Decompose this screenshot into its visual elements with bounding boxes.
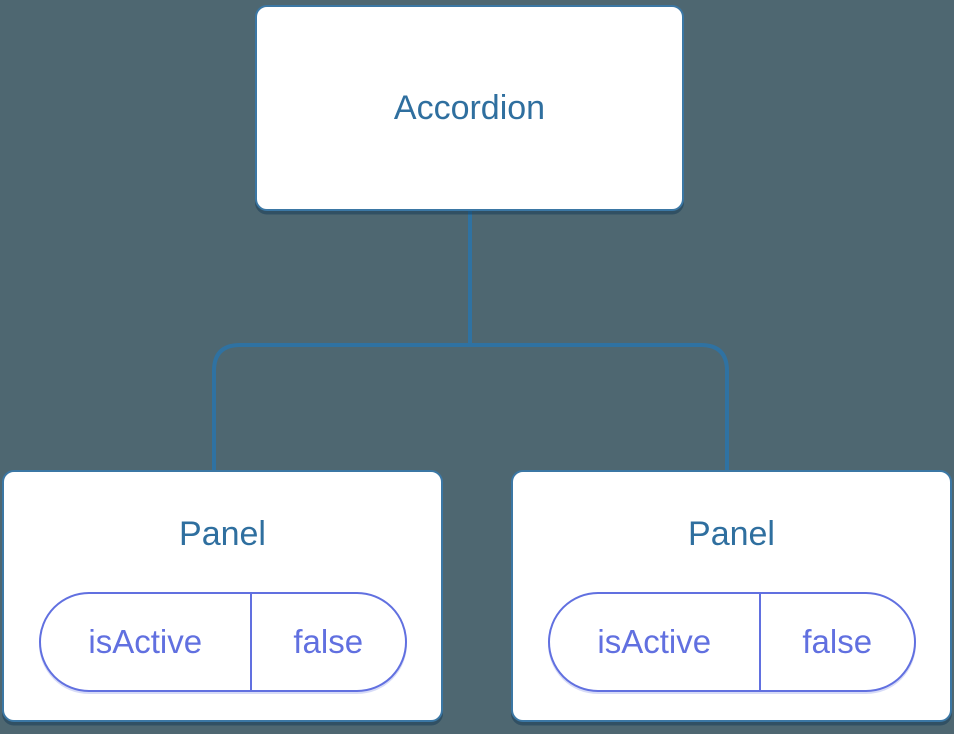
state-value-label: false xyxy=(802,623,873,660)
state-value-label: false xyxy=(293,623,364,660)
state-key-label: isActive xyxy=(550,594,761,690)
node-panel-left: Panel isActive false xyxy=(2,470,443,722)
connector-branches xyxy=(212,343,729,470)
node-panel-left-label: Panel xyxy=(179,515,266,553)
node-accordion-label: Accordion xyxy=(393,89,546,127)
node-accordion: Accordion xyxy=(255,5,684,211)
state-pill-right: isActive false xyxy=(547,592,916,692)
node-panel-right: Panel isActive false xyxy=(511,470,952,722)
state-pill-left: isActive false xyxy=(38,592,407,692)
state-key-label: isActive xyxy=(41,594,252,690)
node-panel-right-label: Panel xyxy=(688,515,775,553)
